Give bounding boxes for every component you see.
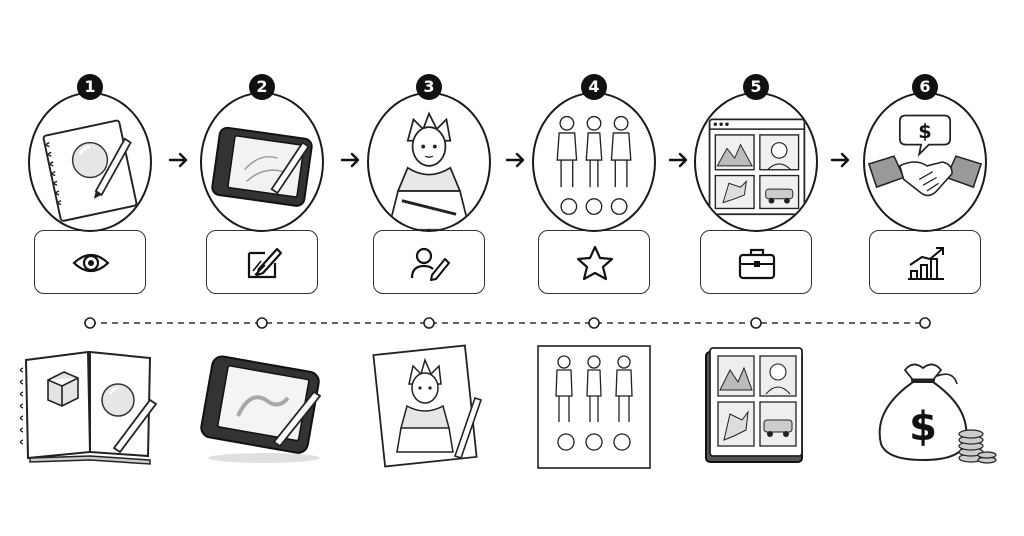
edit-square-icon [247,247,283,279]
drawing-tablet-icon [200,355,322,463]
arrow-right-icon [830,152,850,168]
step-number-badge: 5 [743,74,769,100]
step-6: 6 $ [853,0,997,536]
step-card [373,230,485,294]
step-card [869,230,981,294]
star-icon [576,245,614,281]
step-card [206,230,318,294]
step-illustration [28,92,152,232]
briefcase-icon [738,248,776,280]
step-illustration [200,92,324,232]
dollar-sign-icon: $ [918,120,931,143]
step-5: 5 [686,0,826,536]
step-illustration: $ [863,92,987,232]
step-number-badge: 6 [912,74,938,100]
step-bottom-illustration [684,340,828,470]
arrow-right-icon [668,152,688,168]
step-bottom-illustration [190,340,334,470]
growth-chart-icon [908,247,944,280]
step-bottom-illustration [522,340,666,470]
step-number-badge: 1 [77,74,103,100]
step-bottom-illustration [357,340,501,470]
portfolio-window-icon [708,118,806,216]
step-card [34,230,146,294]
step-card [538,230,650,294]
arrow-right-icon [168,152,188,168]
arrow-right-icon [340,152,360,168]
step-illustration [694,92,818,232]
step-4: 4 [524,0,664,536]
character-portrait-icon [387,111,471,230]
step-number-badge: 2 [249,74,275,100]
step-number-badge: 4 [581,74,607,100]
user-edit-icon [410,247,450,281]
sketchbook-sphere-icon [42,119,138,222]
character-sketch-icon [372,344,483,468]
open-sketchbook-icon [19,350,158,465]
drawing-tablet-icon [211,126,313,207]
money-bag-icon: $ [878,363,997,464]
step-2: 2 [192,0,332,536]
portfolio-book-icon [705,347,803,463]
step-illustration [532,92,656,232]
step-bottom-illustration [18,340,162,470]
handshake-dollar-icon: $ [867,114,983,197]
step-3: 3 [359,0,499,536]
step-bottom-illustration: $ [853,340,997,470]
character-sheet-icon [537,345,651,469]
step-card [700,230,812,294]
arrow-right-icon [505,152,525,168]
dollar-sign-icon: $ [909,404,937,450]
step-number-badge: 3 [416,74,442,100]
step-1: 1 [18,0,162,536]
eye-icon [72,253,110,273]
step-illustration [367,92,491,232]
character-turnaround-icon [556,115,632,215]
